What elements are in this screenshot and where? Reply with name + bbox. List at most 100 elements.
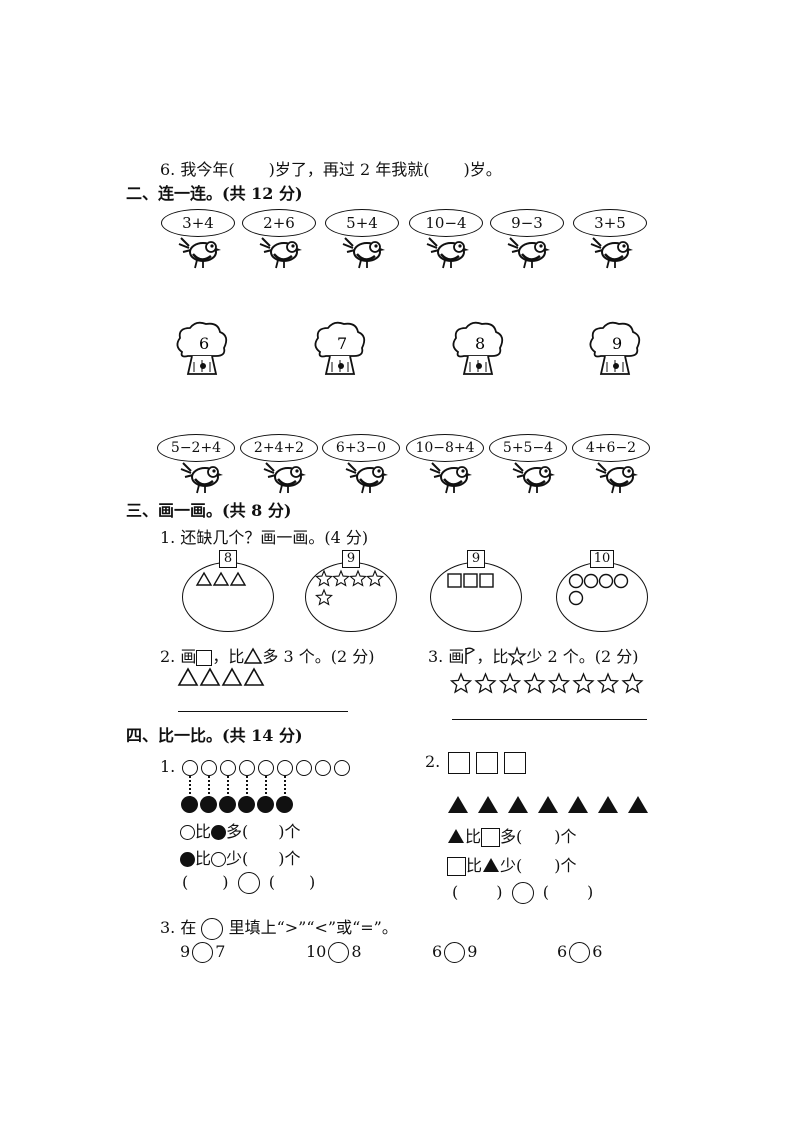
left-number: 6	[557, 942, 568, 961]
compare-circle[interactable]	[511, 882, 534, 904]
expression-oval[interactable]: 9−3	[490, 209, 564, 237]
compare-circle[interactable]	[192, 942, 214, 963]
filled-circle-icon	[276, 796, 293, 813]
question-6: 6. 我今年()岁了，再过 2 年我就()岁。	[160, 160, 502, 179]
hollow-circle-icon	[334, 760, 350, 776]
bird-icon	[178, 237, 221, 269]
filled-triangle-icon	[568, 796, 588, 813]
expression-oval[interactable]: 2+6	[242, 209, 316, 237]
four-triangles	[177, 667, 265, 686]
square-row	[448, 752, 526, 774]
hollow-circle-icon	[201, 760, 217, 776]
square-icon	[448, 752, 470, 774]
filled-triangle-icon	[448, 796, 468, 813]
star-icon	[507, 645, 528, 669]
answer-line[interactable]	[178, 711, 348, 712]
dotted-connector	[265, 776, 267, 798]
right-number: 7	[215, 942, 226, 961]
count-box: 8	[219, 550, 237, 568]
compare-circle[interactable]	[569, 942, 591, 963]
filled-circle-icon	[181, 796, 198, 813]
dotted-connector	[227, 776, 229, 798]
expression-oval[interactable]: 5+4	[325, 209, 399, 237]
tree-icon[interactable]: 6	[172, 320, 232, 380]
star-icon	[523, 672, 546, 694]
squares-drawn	[447, 573, 494, 588]
bird-icon	[590, 237, 633, 269]
left-number: 9	[180, 942, 191, 961]
bird-icon	[263, 462, 306, 494]
bird-icon	[345, 462, 388, 494]
star-icon	[547, 672, 571, 694]
right-number: 8	[351, 942, 362, 961]
hollow-circle-icon	[211, 852, 227, 867]
answer-line[interactable]	[452, 719, 647, 720]
bird-icon	[507, 237, 550, 269]
tree-icon[interactable]: 7	[310, 320, 370, 380]
bird-icon	[595, 462, 638, 494]
expression-oval[interactable]: 10−8+4	[406, 434, 484, 462]
tree-number: 7	[337, 334, 347, 353]
compare-circle-icon	[201, 917, 224, 940]
expression-oval[interactable]: 3+4	[161, 209, 235, 237]
bird-icon	[426, 237, 469, 269]
circles-drawn	[568, 573, 629, 606]
filled-triangle-icon	[538, 796, 558, 813]
triangles-drawn	[195, 571, 247, 586]
expression-oval[interactable]: 3+5	[573, 209, 647, 237]
tree-icon[interactable]: 8	[448, 320, 508, 380]
star-icon	[474, 672, 497, 694]
tree-icon[interactable]: 9	[585, 320, 645, 380]
hollow-circle-icon	[180, 825, 195, 840]
star-icon	[621, 672, 644, 694]
filled-triangle-icon	[447, 828, 465, 848]
s3-question-2: 2. 画，比多 3 个。(2 分)	[160, 646, 375, 666]
dotted-connector	[208, 776, 210, 798]
expression-oval[interactable]: 4+6−2	[572, 434, 650, 462]
expression-oval[interactable]: 6+3−0	[322, 434, 400, 462]
left-number: 6	[432, 942, 443, 961]
s4-q2-number: 2.	[425, 752, 441, 771]
filled-circle-icon	[238, 796, 255, 813]
tree-number: 6	[199, 334, 209, 353]
filled-circle-icon	[180, 852, 195, 867]
star-icon	[572, 672, 595, 694]
tree-number: 8	[475, 334, 485, 353]
dotted-connector	[189, 776, 191, 798]
filled-triangle-icon	[482, 857, 500, 877]
s4-q2-line2: 比少()个	[447, 852, 577, 877]
filled-circle-icon	[211, 825, 227, 840]
filled-triangle-icon	[628, 796, 648, 813]
s4-question-3: 3. 在 里填上“>”“<”或“=”。	[160, 914, 398, 940]
expression-oval[interactable]: 5−2+4	[157, 434, 235, 462]
tree-number: 9	[612, 334, 622, 353]
hollow-circle-icon	[239, 760, 255, 776]
square-icon	[476, 752, 498, 774]
expression-oval[interactable]: 10−4	[409, 209, 483, 237]
hollow-circle-icon	[258, 760, 274, 776]
bird-icon	[259, 237, 302, 269]
hollow-circle-icon	[315, 760, 331, 776]
stars-drawn	[315, 569, 384, 606]
compare-circle[interactable]	[444, 942, 466, 963]
expression-oval[interactable]: 2+4+2	[240, 434, 318, 462]
s3-question-3: 3. 画，比少 2 个。(2 分)	[428, 643, 639, 669]
filled-triangle-icon	[598, 796, 618, 813]
compare-circle[interactable]	[237, 872, 260, 894]
eight-stars	[449, 672, 644, 694]
left-number: 10	[306, 942, 327, 961]
hollow-circle-icon	[220, 760, 236, 776]
dotted-connector	[284, 776, 286, 798]
compare-circle[interactable]	[328, 942, 350, 963]
bird-icon	[429, 462, 472, 494]
expression-oval[interactable]: 5+5−4	[489, 434, 567, 462]
compare-item: 10 8	[306, 942, 362, 963]
bird-icon	[512, 462, 555, 494]
star-icon	[498, 672, 522, 694]
s4-q2-line1: 比多()个	[447, 823, 577, 848]
square-icon	[447, 857, 466, 876]
section-4-title: 四、比一比。(共 14 分)	[126, 726, 303, 745]
